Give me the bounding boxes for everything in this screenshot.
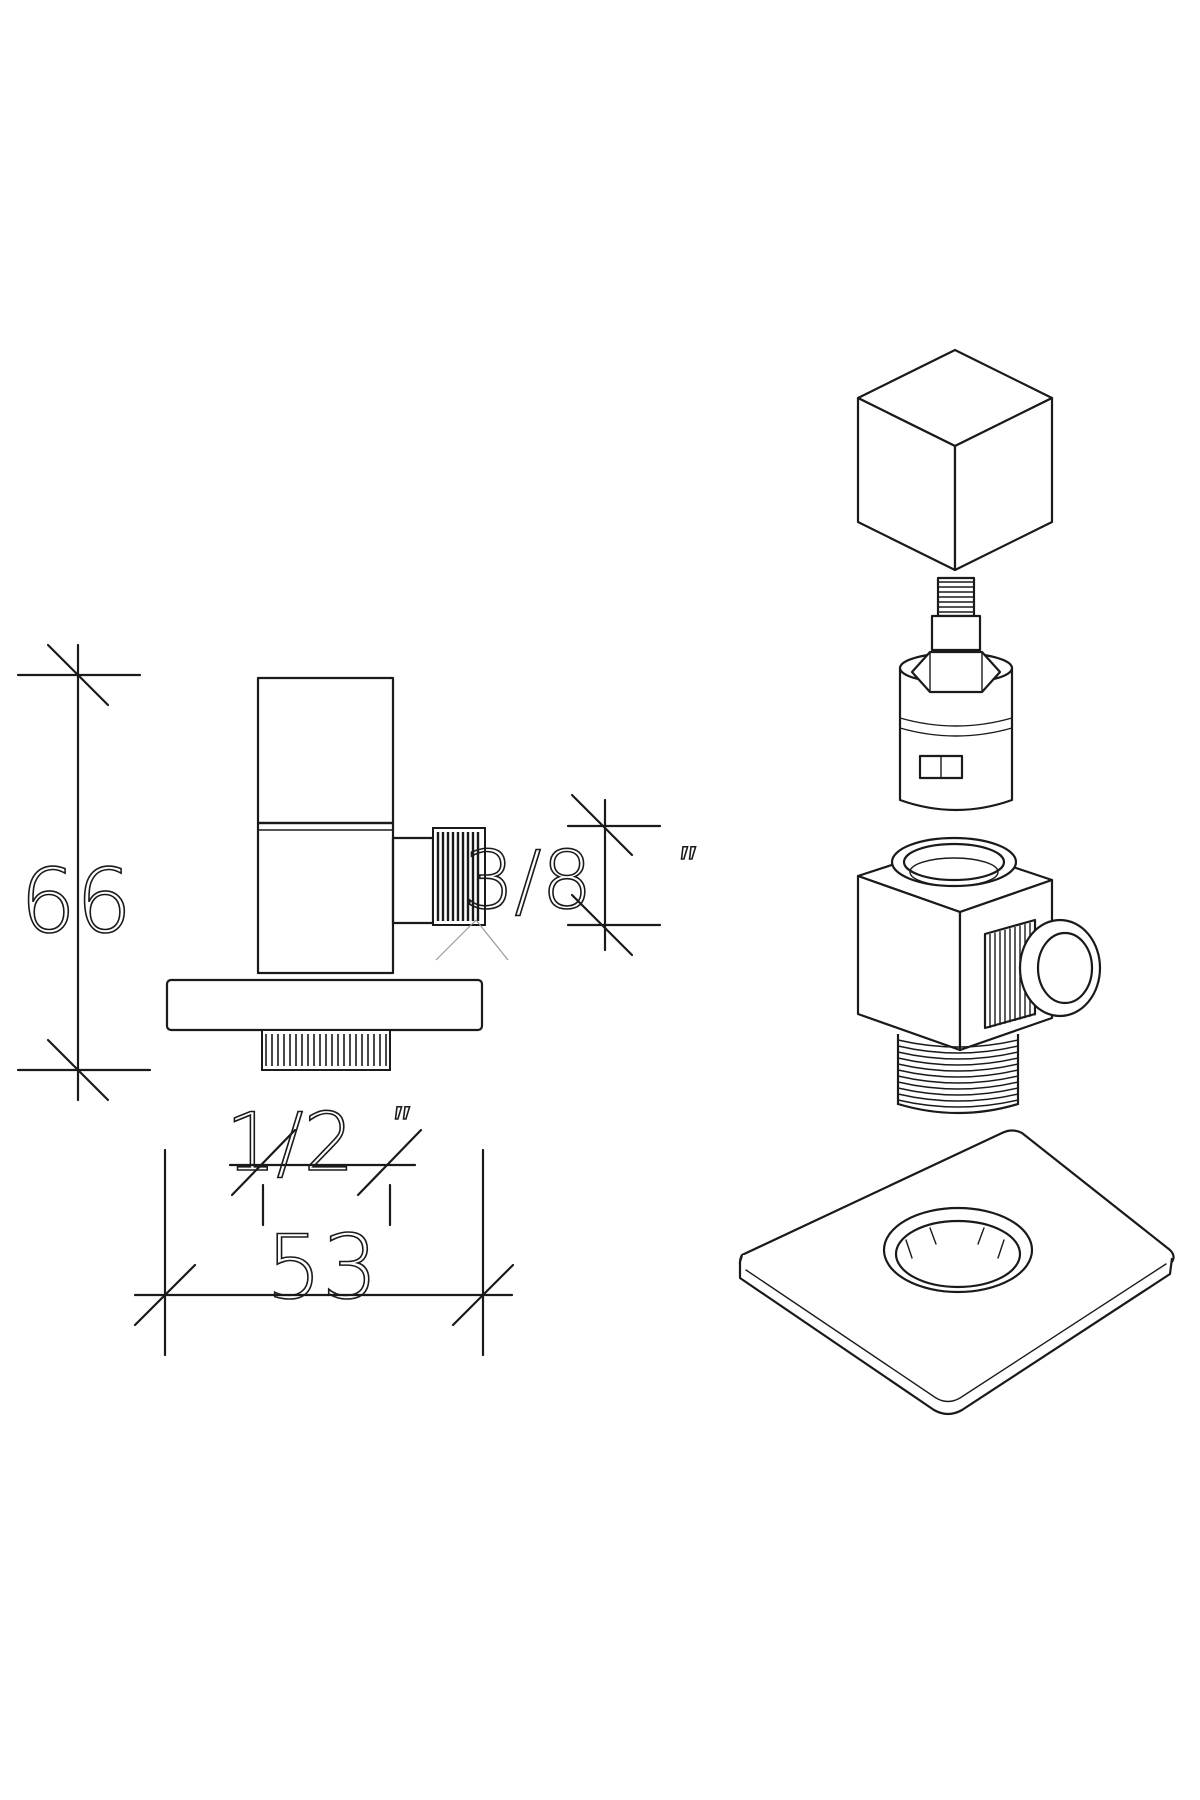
cartridge — [898, 650, 1014, 812]
side-outlet-thread — [432, 827, 486, 926]
inlet-thread-value: 1/2 — [226, 1096, 355, 1189]
side-outlet-stub — [391, 836, 435, 925]
side-inlet-thread — [261, 1029, 391, 1071]
height-value: 66 — [20, 850, 132, 953]
side-body — [256, 821, 395, 975]
flange-plate — [738, 1129, 1175, 1416]
outlet-unit: ″ — [680, 836, 697, 892]
inlet-unit: ″ — [394, 1096, 411, 1152]
outlet-thread-value: 3/8 — [464, 834, 593, 927]
side-handle — [256, 676, 395, 825]
width-value: 53 — [266, 1216, 378, 1319]
spindle — [930, 576, 982, 652]
side-flange — [165, 978, 484, 1032]
valve-body — [856, 836, 1102, 1115]
exploded-view — [738, 348, 1175, 1416]
dimension-outlet — [435, 793, 662, 961]
handle-cube — [856, 348, 1054, 572]
side-view — [165, 676, 486, 1071]
dimension-inlet — [228, 1128, 423, 1227]
dimension-height — [16, 643, 152, 1102]
dimension-width — [133, 1148, 515, 1357]
